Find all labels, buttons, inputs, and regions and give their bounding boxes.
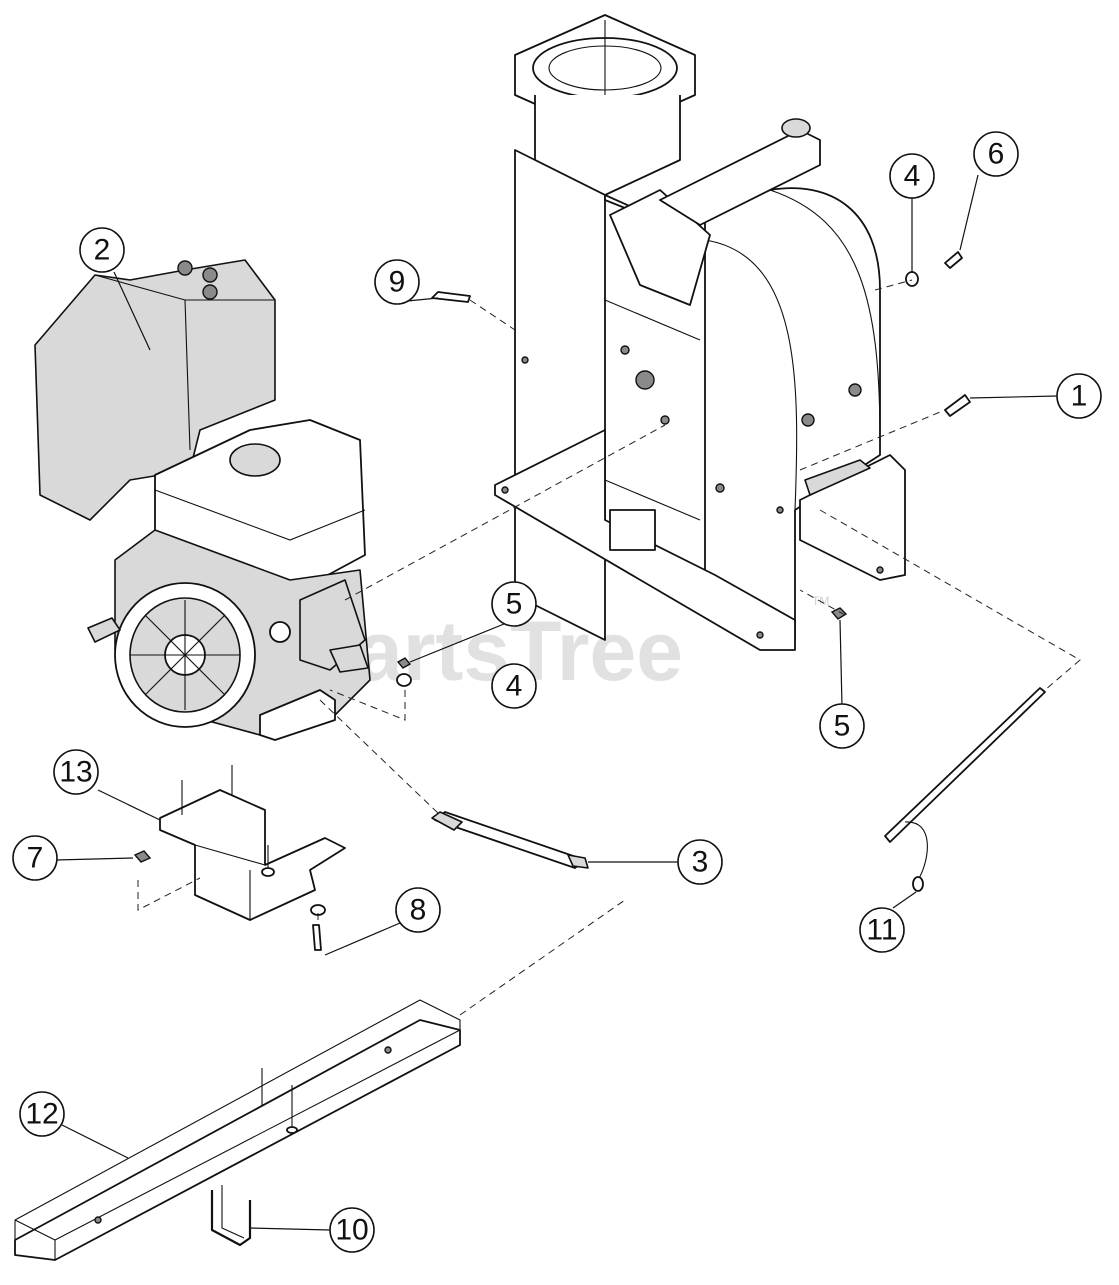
- blower-housing: [494, 14, 906, 651]
- callout-10[interactable]: 10: [329, 1207, 375, 1253]
- callout-11-label: 11: [866, 914, 897, 947]
- callout-5-right-label: 5: [834, 710, 851, 743]
- assembly-lines: [137, 279, 1081, 1016]
- pull-handle: [87, 617, 121, 643]
- callout-6[interactable]: 6: [973, 131, 1019, 177]
- top-bracket: [609, 189, 711, 306]
- nut-7: [133, 850, 152, 863]
- callout-2[interactable]: 2: [79, 227, 125, 273]
- bolt-9: [431, 291, 471, 303]
- housing-left-wall: [514, 149, 606, 641]
- callout-4-top-label: 4: [904, 160, 921, 193]
- bolt-1: [944, 394, 971, 417]
- rod-3: [431, 811, 589, 869]
- washer-4-top: [905, 271, 919, 287]
- callout-4-engine[interactable]: 4: [491, 663, 537, 709]
- callout-11[interactable]: 11: [859, 907, 905, 953]
- mount-bracket: [159, 765, 346, 921]
- frame-tube: [14, 999, 461, 1261]
- callout-5-right[interactable]: 5: [819, 703, 865, 749]
- callout-7-label: 7: [27, 842, 44, 875]
- mount-bracket-body: [159, 789, 346, 921]
- washer-4-engine: [396, 673, 412, 687]
- callout-13-label: 13: [59, 756, 92, 789]
- callout-8-label: 8: [410, 894, 427, 927]
- callout-7[interactable]: 7: [12, 835, 58, 881]
- callout-4-engine-label: 4: [506, 670, 523, 703]
- frame-tube-body: [14, 1019, 461, 1261]
- callout-5-engine-label: 5: [506, 588, 523, 621]
- air-cleaner: [34, 259, 276, 521]
- leader-lines: [55, 174, 1058, 1231]
- engine-base: [259, 689, 336, 741]
- callout-12-label: 12: [25, 1098, 58, 1131]
- callout-2-label: 2: [94, 234, 111, 267]
- fuel-cap: [229, 443, 281, 477]
- hardware: [133, 251, 1046, 951]
- callout-5-engine[interactable]: 5: [491, 581, 537, 627]
- callout-9[interactable]: 9: [374, 259, 420, 305]
- u-bolt: [210, 1185, 252, 1247]
- housing-base-right: [799, 454, 906, 581]
- callout-4-top[interactable]: 4: [889, 153, 935, 199]
- callout-10-label: 10: [335, 1214, 368, 1247]
- slot-plate: [609, 509, 656, 551]
- callout-3[interactable]: 3: [677, 839, 723, 885]
- harness-11: [884, 687, 1046, 843]
- bolt-6: [944, 251, 963, 269]
- callout-13[interactable]: 13: [53, 749, 99, 795]
- nut-5-right: [830, 607, 848, 620]
- callout-6-label: 6: [988, 138, 1005, 171]
- callout-3-label: 3: [692, 846, 709, 879]
- engine: [34, 259, 371, 741]
- callout-12[interactable]: 12: [19, 1091, 65, 1137]
- side-arm: [659, 129, 821, 226]
- callout-1-label: 1: [1071, 380, 1088, 413]
- callout-8[interactable]: 8: [395, 887, 441, 933]
- callout-9-label: 9: [389, 266, 406, 299]
- bolt-8: [312, 924, 322, 951]
- callout-1[interactable]: 1: [1056, 373, 1102, 419]
- nut-5-engine: [396, 657, 412, 669]
